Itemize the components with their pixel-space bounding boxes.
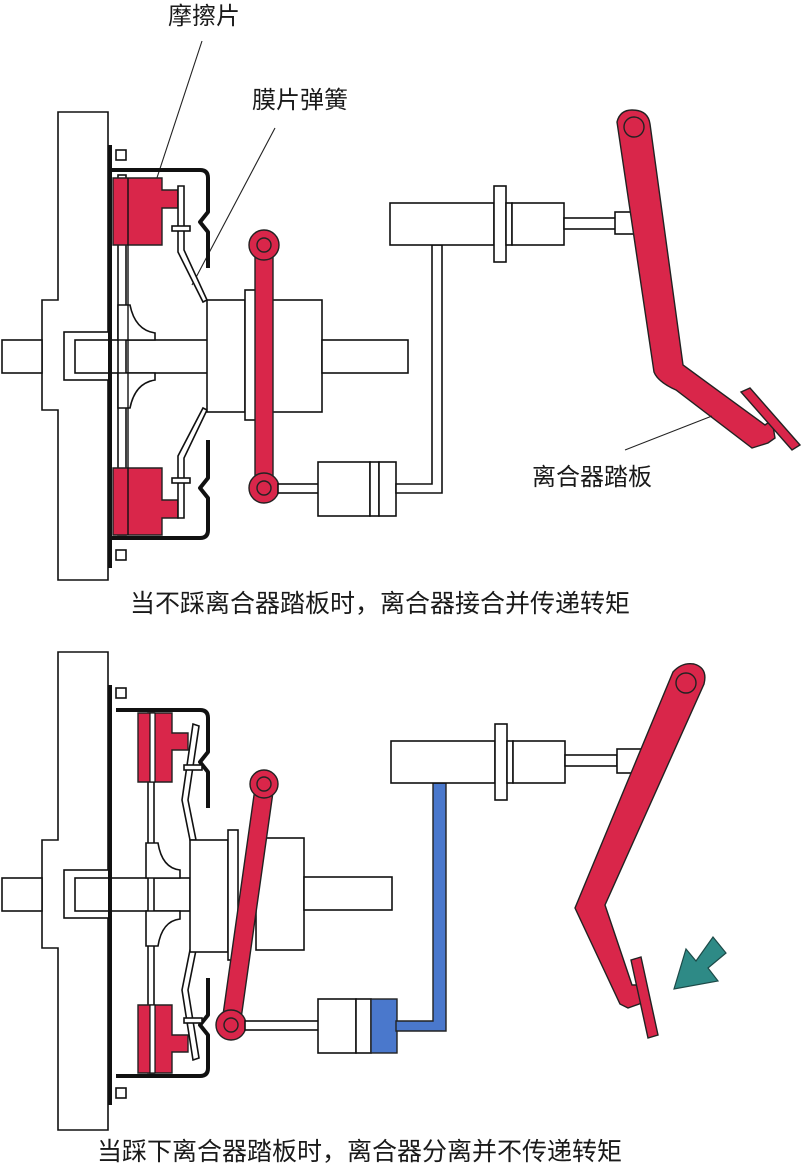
disc-hub-lower [145, 910, 181, 947]
release-fork [215, 769, 279, 1041]
leader-diaphragm-spring [191, 127, 276, 286]
master-cylinder [389, 185, 649, 263]
panel-engaged: 摩擦片 膜片弹簧 [1, 2, 802, 618]
label-clutch-pedal: 离合器踏板 [532, 463, 652, 491]
caption-engaged: 当不踩离合器踏板时，离合器接合并传递转矩 [130, 589, 630, 618]
clutch-cover [108, 685, 210, 1105]
release-bearing [206, 299, 246, 413]
slave-cylinder [244, 998, 398, 1054]
release-bearing [189, 839, 229, 953]
clutch-pedal [574, 662, 706, 1039]
disc-gap [149, 1004, 156, 1074]
hydraulic-fluid [370, 998, 398, 1054]
disc-hub-upper [145, 842, 181, 879]
disc-hub-lower [117, 372, 156, 409]
clutch-cover [108, 145, 210, 568]
friction-disc-lower [112, 467, 179, 536]
output-shaft [303, 876, 393, 911]
master-cylinder [390, 723, 653, 801]
pivot-upper [171, 225, 191, 232]
clutch-pedal [616, 109, 802, 451]
panel-disengaged: 当踩下离合器踏板时，离合器分离并不传递转矩 [1, 651, 727, 1166]
pivot-lower [183, 1017, 203, 1024]
pressure-plate-lower [137, 1004, 189, 1074]
pivot-upper [183, 764, 203, 771]
pivot-lower [171, 477, 191, 484]
bolt [115, 549, 127, 561]
input-shaft [74, 339, 211, 374]
hydraulic-line-fluid [395, 782, 447, 1032]
disc-gap [149, 712, 156, 783]
crankshaft-stub [1, 877, 43, 912]
label-friction-disc: 摩擦片 [168, 2, 240, 30]
label-diaphragm-spring: 膜片弹簧 [252, 86, 348, 114]
disc-hub-upper [117, 304, 156, 341]
bolt [115, 687, 127, 699]
friction-disc-upper [112, 177, 179, 246]
slave-cylinder [277, 461, 397, 517]
leader-clutch-pedal [624, 415, 713, 451]
output-shaft [321, 339, 409, 374]
bolt [115, 1087, 127, 1099]
release-fork [248, 229, 280, 504]
diaphragm-spring-lower [177, 406, 209, 519]
pressure-plate-upper [137, 712, 189, 783]
bolt [115, 149, 127, 161]
crankshaft-stub [1, 339, 43, 374]
caption-disengaged: 当踩下离合器踏板时，离合器分离并不传递转矩 [97, 1137, 622, 1166]
press-direction-arrow-icon [673, 936, 727, 990]
input-shaft [74, 877, 191, 912]
